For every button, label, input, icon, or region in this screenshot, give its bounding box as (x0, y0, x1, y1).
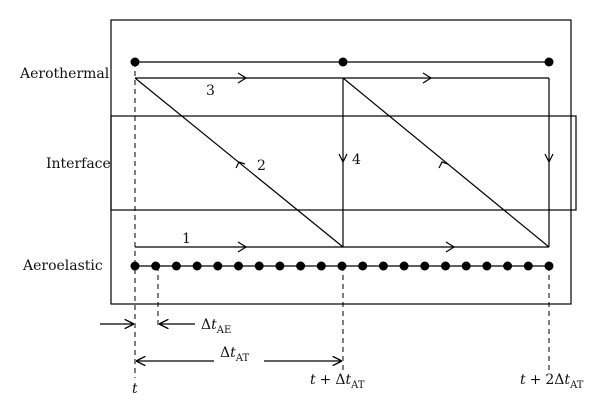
aeroelastic-node (171, 261, 181, 271)
aeroelastic-node (316, 261, 326, 271)
arrowhead (544, 153, 554, 164)
aeroelastic-node (441, 261, 450, 271)
aeroelastic-node (523, 261, 533, 271)
aerothermal-node (338, 57, 348, 67)
aeroelastic-node (337, 261, 347, 271)
row-label-aeroelastic: Aeroelastic (22, 258, 103, 274)
aeroelastic-node (254, 261, 264, 271)
step-label-1: 1 (182, 231, 191, 247)
arrowhead (237, 241, 248, 253)
dt-at-label: ΔtAT (220, 345, 249, 364)
tick-label-t: t (132, 381, 138, 397)
aeroelastic-node (358, 261, 368, 271)
arrowhead (235, 161, 246, 169)
aeroelastic-nodes (130, 261, 554, 271)
tick-label-t-plus-2dt: t+2ΔtAT (520, 372, 584, 391)
arrowhead (237, 72, 248, 84)
aeroelastic-node (192, 261, 202, 271)
arrowhead (438, 161, 449, 169)
aerothermal-node (544, 57, 554, 67)
aeroelastic-node (234, 261, 243, 271)
step-label-4: 4 (352, 152, 361, 168)
row-label-interface: Interface (46, 156, 111, 172)
arrowhead (445, 241, 456, 253)
aeroelastic-node (275, 261, 285, 271)
aeroelastic-node (503, 261, 513, 271)
arrowhead (338, 153, 348, 164)
tick-label-t-plus-dt: t+ΔtAT (310, 372, 365, 391)
step-label-3: 3 (206, 83, 215, 99)
aeroelastic-node (296, 261, 306, 271)
step-label-2: 2 (257, 158, 266, 174)
row-label-aerothermal: Aerothermal (19, 66, 110, 82)
aeroelastic-node (130, 261, 140, 271)
aeroelastic-node (399, 261, 409, 271)
aeroelastic-node (213, 261, 223, 271)
dt-ae-label: ΔtAE (201, 317, 231, 336)
aeroelastic-node (151, 261, 161, 271)
arrowhead (422, 72, 433, 84)
aeroelastic-node (420, 261, 430, 271)
aeroelastic-node (461, 261, 471, 271)
aeroelastic-node (482, 261, 492, 271)
diagonal-transfer-line (342, 77, 550, 248)
aeroelastic-node (378, 261, 388, 271)
